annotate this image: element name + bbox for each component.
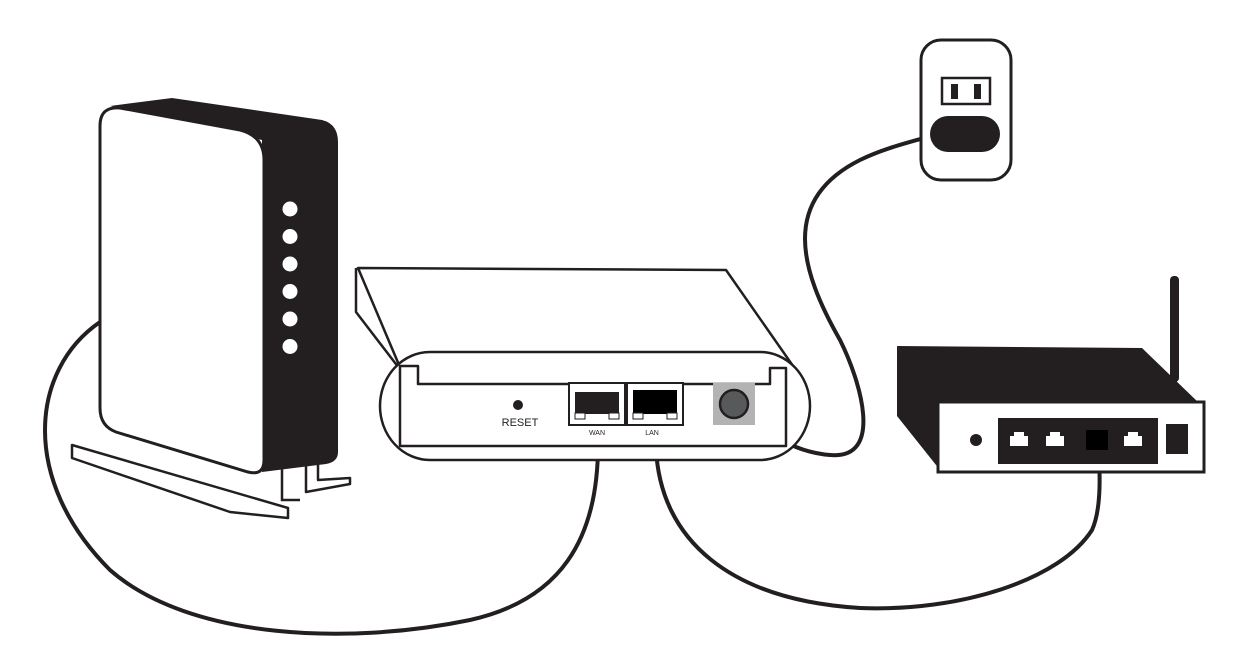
modem-tower-icon (70, 98, 352, 520)
router-antenna (1170, 276, 1179, 382)
router-port-3-occupied (1086, 430, 1108, 450)
cable-modem-to-wan (43, 320, 600, 636)
router-top (897, 346, 1200, 404)
outlet-plate (919, 38, 1013, 182)
router-port-4-icon (1124, 432, 1142, 446)
outlet-slot-right (974, 84, 981, 99)
reset-label: RESET (502, 417, 539, 429)
lan-port-led-left (632, 412, 644, 420)
router-ports (1010, 432, 1142, 446)
router-port-2-icon (1046, 432, 1064, 446)
modem-led-icon (282, 256, 298, 272)
power-jack-icon (713, 383, 755, 425)
wall-outlet-icon (919, 38, 1013, 182)
outlet-socket (940, 76, 992, 106)
modem-led-icon (282, 201, 298, 217)
modem-led-icon (282, 311, 298, 327)
lan-port-socket (633, 390, 677, 414)
router-left-side (897, 346, 940, 470)
ap-left-edge (354, 268, 403, 373)
reset-button-icon (513, 400, 523, 410)
cable-power-to-outlet (736, 133, 937, 458)
router-switch-icon (1166, 424, 1188, 454)
power-plug (930, 116, 1000, 152)
modem-stand-leg-left (280, 460, 300, 502)
wireless-router-icon (897, 276, 1206, 474)
modem-led-icon (282, 229, 298, 244)
modem-side-panel (110, 98, 338, 472)
lan-port-icon: LAN (626, 382, 684, 437)
power-jack-socket (718, 388, 750, 420)
access-point-box-icon: RESET WAN LAN (354, 266, 812, 462)
lan-port-led-right (666, 412, 678, 420)
cables (43, 133, 1102, 636)
modem-front-face (98, 106, 266, 475)
router-port-1-icon (1010, 432, 1028, 446)
router-power-led-icon (970, 434, 982, 446)
outlet-slot-left (951, 84, 958, 99)
modem-stand (70, 443, 290, 520)
lan-label: LAN (645, 430, 659, 437)
wan-port-icon: WAN (568, 382, 626, 437)
wan-port-led-left (574, 412, 586, 420)
modem-status-leds (282, 201, 298, 354)
cable-lan-to-router (654, 438, 1102, 611)
modem-stand-leg-right (304, 460, 352, 494)
wan-label: WAN (589, 430, 605, 437)
modem-led-icon (282, 284, 298, 299)
modem-led-icon (282, 339, 298, 354)
wan-port-socket (575, 392, 619, 414)
wan-port-led-right (608, 412, 620, 420)
